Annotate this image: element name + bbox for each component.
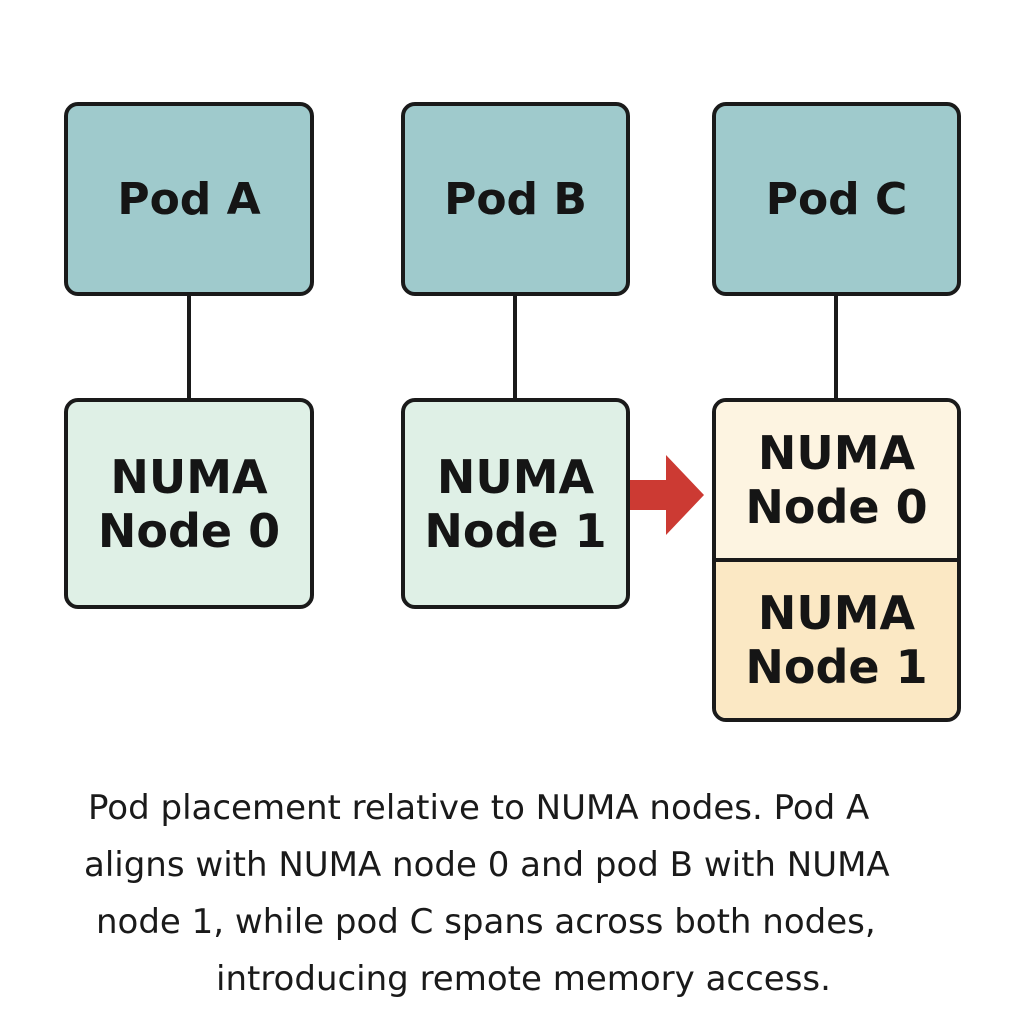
numa-node-0-line2: Node 0 xyxy=(97,503,281,558)
pod-b-box: Pod B xyxy=(401,102,630,296)
caption-line-3: node 1, while pod C spans across both no… xyxy=(96,902,876,942)
connector-pod-c xyxy=(834,296,838,400)
caption-line-1: Pod placement relative to NUMA nodes. Po… xyxy=(88,788,870,828)
connector-pod-a xyxy=(187,296,191,400)
pod-c-numa-node-0-line2: Node 0 xyxy=(745,480,928,534)
caption-line-2: aligns with NUMA node 0 and pod B with N… xyxy=(84,845,890,885)
pod-b-label: Pod B xyxy=(444,173,587,225)
numa-node-0-line1: NUMA xyxy=(110,449,268,504)
numa-node-0-box: NUMA Node 0 xyxy=(64,398,314,609)
numa-node-1-line2: Node 1 xyxy=(424,503,607,558)
caption: Pod placement relative to NUMA nodes. Po… xyxy=(60,780,980,1008)
numa-node-1-box: NUMA Node 1 xyxy=(401,398,630,609)
pod-c-numa-node-0-line1: NUMA xyxy=(757,426,916,480)
pod-c-numa-node-1-line1: NUMA xyxy=(757,586,916,640)
numa-node-1-line1: NUMA xyxy=(436,449,595,504)
right-arrow-icon xyxy=(630,455,704,535)
caption-line-4: introducing remote memory access. xyxy=(216,959,831,999)
pod-a-box: Pod A xyxy=(64,102,314,296)
connector-pod-b xyxy=(513,296,517,400)
pod-c-label: Pod C xyxy=(765,173,908,225)
pod-a-label: Pod A xyxy=(117,173,261,225)
pod-c-numa-node-0: NUMA Node 0 xyxy=(716,402,957,562)
pod-c-numa-node-1-line2: Node 1 xyxy=(745,640,928,694)
pod-c-numa-span-box: NUMA Node 0 NUMA Node 1 xyxy=(712,398,961,722)
pod-c-box: Pod C xyxy=(712,102,961,296)
pod-c-numa-node-1: NUMA Node 1 xyxy=(716,562,957,718)
